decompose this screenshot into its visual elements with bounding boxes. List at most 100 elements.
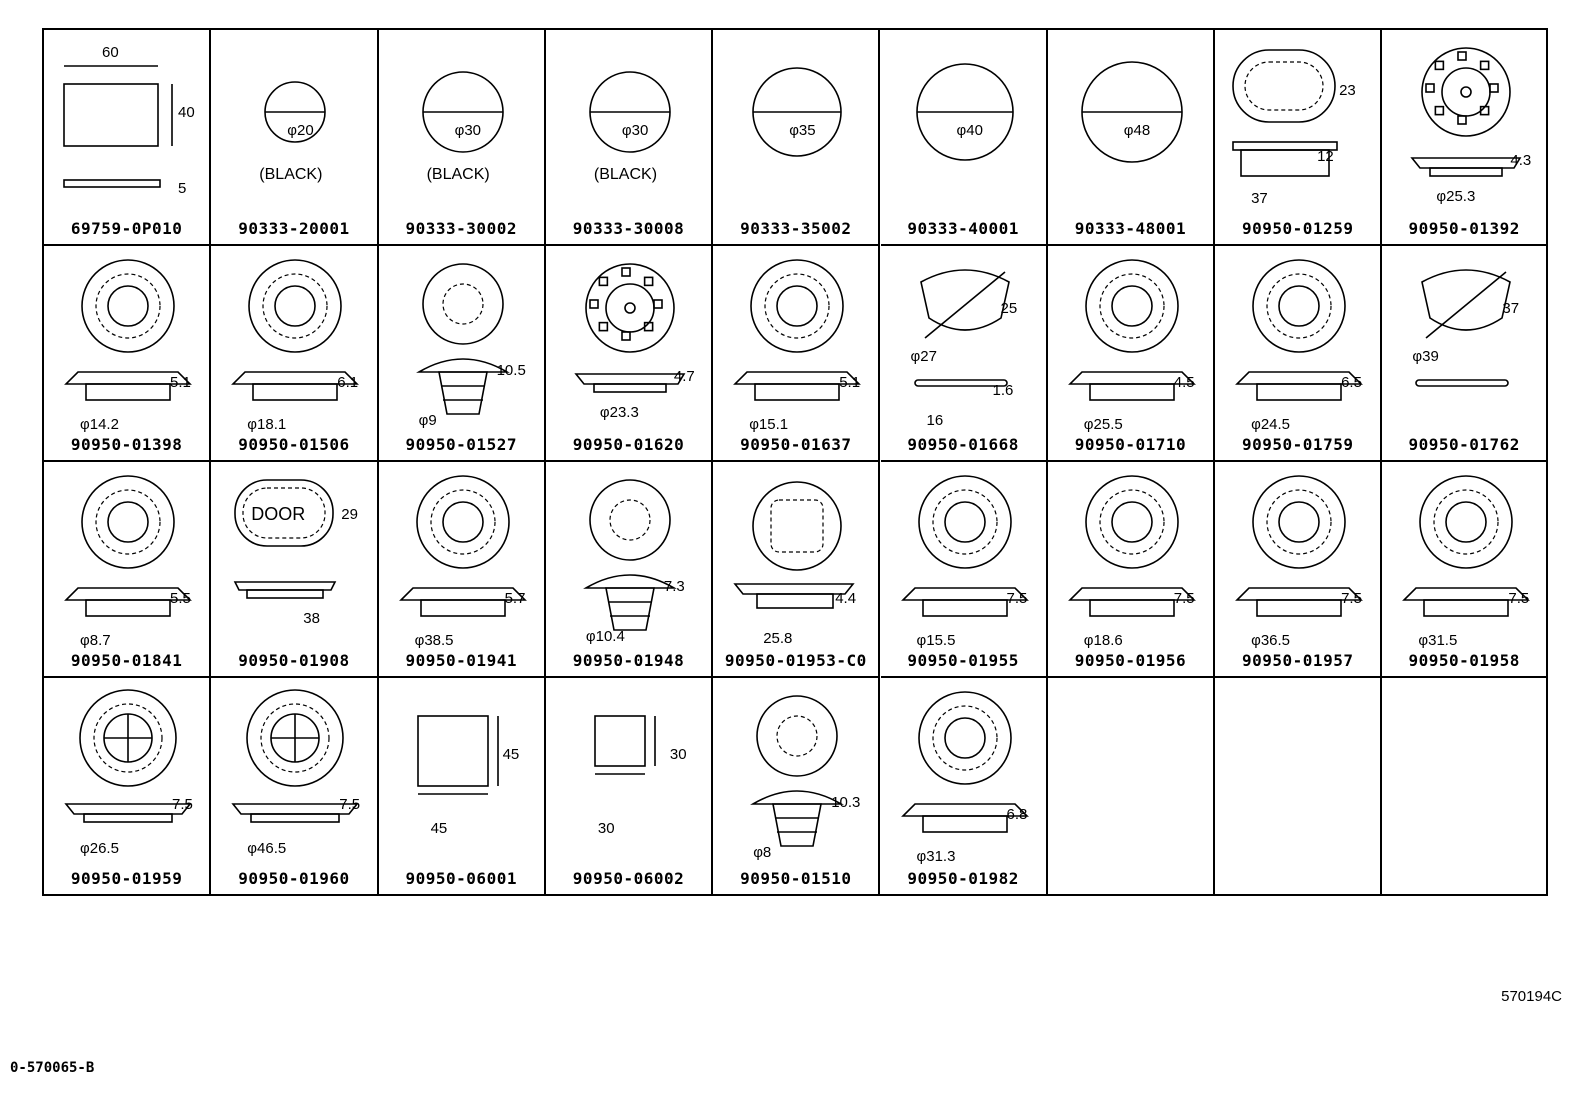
dimension-label: φ27 xyxy=(910,348,937,365)
dimension-label: 6.5 xyxy=(1341,374,1362,391)
dimension-label: φ14.2 xyxy=(80,416,119,433)
dimension-label: 29 xyxy=(341,506,358,523)
dimension-label: 1.6 xyxy=(992,382,1014,399)
cross-grommet-icon xyxy=(64,689,192,823)
part-cell xyxy=(1382,678,1546,894)
part-number: 90950-01398 xyxy=(70,435,183,454)
part-number: 90950-01959 xyxy=(70,869,183,888)
grommet-icon xyxy=(1235,475,1364,617)
part-number: 90333-20001 xyxy=(238,219,350,238)
round-cap-icon xyxy=(589,71,671,153)
dimension-label: φ15.1 xyxy=(749,416,789,433)
grommet-icon xyxy=(1067,259,1196,401)
plug-icon xyxy=(750,695,845,847)
round-cap-icon xyxy=(264,81,327,143)
gear-grommet-icon xyxy=(574,263,686,393)
part-number: 90950-01841 xyxy=(70,651,183,670)
dimension-label: 5.5 xyxy=(170,590,191,607)
dimension-label: 60 xyxy=(102,44,119,61)
dimension-label: 30 xyxy=(669,746,687,763)
grommet-icon xyxy=(1402,475,1531,617)
dimension-label: φ39 xyxy=(1412,348,1439,365)
square-pad-icon xyxy=(594,715,656,775)
part-number: 69759-0P010 xyxy=(70,219,183,238)
part-cell: 5.1 φ14.2 90950-01398 xyxy=(44,246,212,462)
square-plug-icon xyxy=(733,481,855,609)
plug-icon xyxy=(415,263,510,415)
clip-icon xyxy=(1415,269,1512,387)
square-pad-icon xyxy=(416,715,499,795)
clip-icon xyxy=(913,269,1010,387)
dimension-label: φ10.4 xyxy=(585,628,625,645)
cross-grommet-icon xyxy=(231,689,359,823)
dimension-label: 4.4 xyxy=(835,590,857,607)
dimension-label: φ30 xyxy=(621,122,649,139)
gear-grommet-icon xyxy=(574,263,686,393)
dimension-label: 5.1 xyxy=(839,374,861,391)
dimension-label: 6.1 xyxy=(337,374,359,391)
dimension-label: 5 xyxy=(178,180,187,197)
clip-icon xyxy=(1415,269,1512,387)
dimension-label: φ38.5 xyxy=(414,632,454,649)
part-note: DOOR xyxy=(251,504,306,524)
grommet-icon xyxy=(1067,259,1196,401)
dimension-label: 38 xyxy=(303,610,320,627)
dimension-label: 7.5 xyxy=(339,796,361,813)
dimension-label: 4.5 xyxy=(1173,374,1195,391)
dimension-label: φ40 xyxy=(956,122,983,139)
grommet-icon xyxy=(1235,259,1364,401)
dimension-label: 5.1 xyxy=(170,374,191,391)
part-number: 90950-01710 xyxy=(1074,435,1187,454)
part-number: 90950-01948 xyxy=(572,651,685,670)
part-number: 90950-01955 xyxy=(907,651,1019,670)
part-number: 90950-01506 xyxy=(238,435,350,454)
part-cell xyxy=(1215,678,1383,894)
part-number: 90950-01510 xyxy=(740,869,852,888)
plug-icon xyxy=(415,263,510,415)
square-pad-icon xyxy=(416,715,499,795)
round-cap-icon xyxy=(421,71,504,153)
dimension-label: φ48 xyxy=(1123,122,1151,139)
grommet-icon xyxy=(1402,475,1531,617)
round-cap-icon xyxy=(752,67,842,157)
part-cell: φ20(BLACK)90333-20001 xyxy=(211,30,379,246)
part-note: (BLACK) xyxy=(593,166,658,183)
round-cap-icon xyxy=(915,63,1014,161)
round-cap-icon xyxy=(1080,61,1183,163)
dimension-label: φ18.6 xyxy=(1083,632,1123,649)
dimension-label: 7.5 xyxy=(1341,590,1362,607)
rectangular-pad-icon xyxy=(63,65,173,188)
gear-grommet-icon xyxy=(1410,47,1522,177)
part-number: 90950-01941 xyxy=(405,651,517,670)
dimension-label: 7.5 xyxy=(1173,590,1195,607)
dimension-label: φ24.5 xyxy=(1251,416,1291,433)
dimension-label: φ30 xyxy=(454,122,482,139)
grommet-icon xyxy=(398,475,527,617)
dimension-label: 4.7 xyxy=(673,368,695,385)
round-cap-icon xyxy=(264,81,327,143)
plug-icon xyxy=(582,479,677,631)
dimension-label: 10.3 xyxy=(831,794,861,811)
rectangular-pad-icon xyxy=(63,65,173,188)
grommet-icon xyxy=(1235,259,1364,401)
square-plug-icon xyxy=(733,481,855,609)
part-cell: φ30(BLACK)90333-30008 xyxy=(545,30,714,246)
part-number: 90950-01759 xyxy=(1242,435,1354,454)
part-note: (BLACK) xyxy=(426,166,490,183)
clip-icon xyxy=(913,269,1010,387)
dimension-label: 5.7 xyxy=(504,590,526,607)
